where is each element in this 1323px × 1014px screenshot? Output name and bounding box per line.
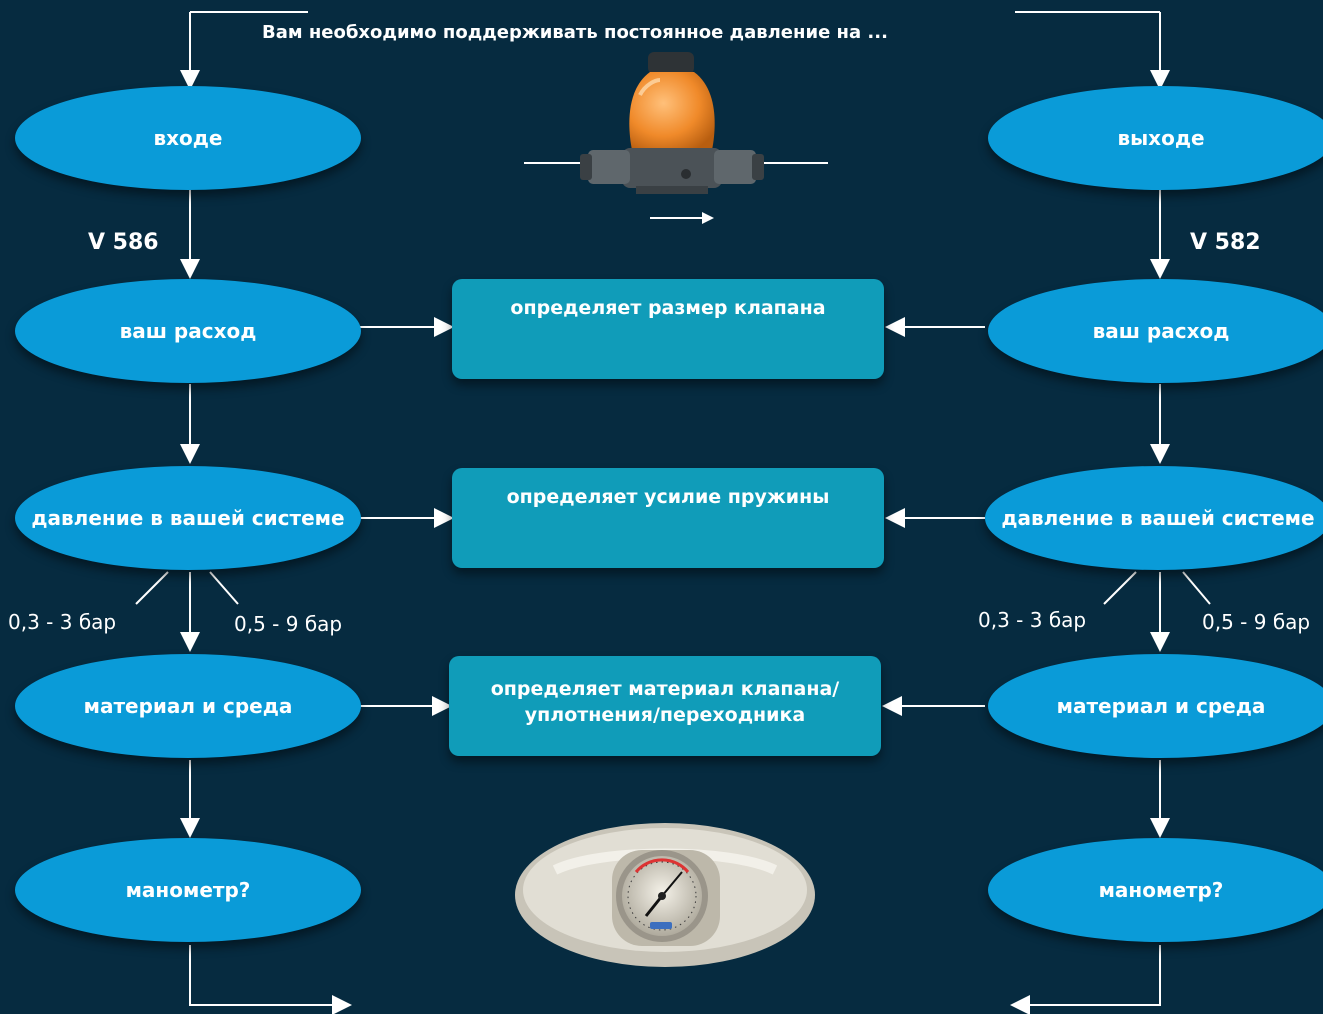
left-model-label: V 586 — [88, 230, 159, 255]
right-node-material: материал и среда — [988, 654, 1323, 758]
box-spring-force-text: определяет усилие пружины — [506, 486, 830, 508]
left-node-gauge: манометр? — [15, 838, 361, 942]
right-node-outlet: выходе — [988, 86, 1323, 190]
box-valve-material-line1: определяет материал клапана/ — [490, 678, 840, 700]
left-node-flow: ваш расход — [15, 279, 361, 383]
right-range-low: 0,3 - 3 бар — [978, 608, 1087, 632]
right-node-flow: ваш расход — [988, 279, 1323, 383]
pressure-gauge-image — [515, 823, 815, 967]
left-range-low: 0,3 - 3 бар — [8, 610, 117, 634]
right-node-system-pressure: давление в вашей системе — [985, 466, 1323, 570]
left-node-material: материал и среда — [15, 654, 361, 758]
box-valve-material: определяет материал клапана/ уплотнения/… — [449, 656, 881, 756]
left-node-system-pressure: давление в вашей системе — [15, 466, 361, 570]
left-range-high: 0,5 - 9 бар — [234, 612, 343, 636]
box-spring-force: определяет усилие пружины — [452, 468, 884, 568]
box-valve-material-line2: уплотнения/переходника — [524, 704, 806, 726]
right-model-label: V 582 — [1190, 230, 1261, 255]
diagram-question-title: Вам необходимо поддерживать постоянное д… — [262, 22, 888, 43]
box-valve-size-text: определяет размер клапана — [510, 297, 826, 319]
right-range-high: 0,5 - 9 бар — [1202, 610, 1311, 634]
box-valve-size: определяет размер клапана — [452, 279, 884, 379]
left-node-inlet: входе — [15, 86, 361, 190]
pressure-regulator-valve-image — [580, 52, 764, 194]
right-node-gauge: манометр? — [988, 838, 1323, 942]
